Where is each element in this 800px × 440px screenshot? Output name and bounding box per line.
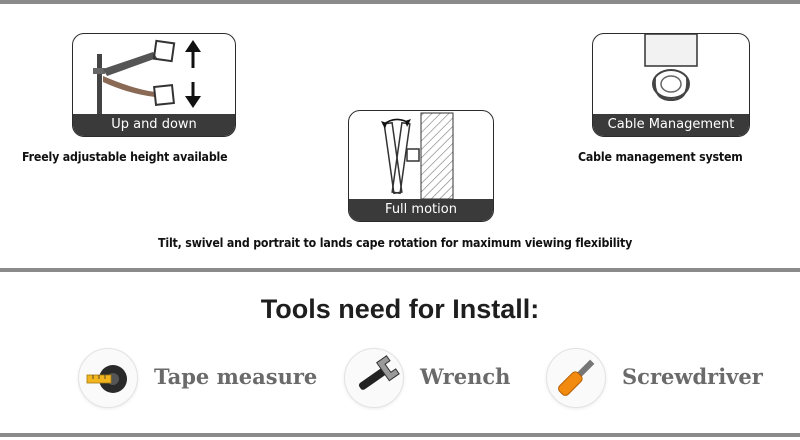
- bottom-divider: [0, 433, 800, 437]
- tilt-swivel-icon: [381, 112, 454, 199]
- wrench-icon: [344, 348, 404, 408]
- tools-title: Tools need for Install:: [260, 294, 540, 324]
- up-down-caption: Freely adjustable height available: [22, 150, 228, 164]
- full-motion-badge: Full motion: [349, 199, 493, 221]
- up-down-badge: Up and down: [73, 114, 235, 136]
- tool-name: Wrench: [420, 364, 511, 389]
- full-motion-caption: Tilt, swivel and portrait to lands cape …: [158, 236, 633, 250]
- screwdriver-icon: [546, 348, 606, 408]
- tape-measure-icon: [78, 348, 138, 408]
- cable-management-caption: Cable management system: [578, 150, 743, 164]
- cable-clip-icon: [644, 34, 698, 102]
- full-motion-card: Full motion: [348, 110, 494, 222]
- tool-name: Screwdriver: [622, 364, 763, 389]
- middle-divider: [0, 268, 800, 272]
- tool-name: Tape measure: [154, 364, 318, 389]
- cable-management-card: Cable Management: [592, 33, 750, 137]
- cable-management-badge: Cable Management: [593, 114, 749, 136]
- up-down-card: Up and down: [72, 33, 236, 137]
- monitor-arm-height-icon: [93, 39, 201, 114]
- top-divider: [0, 0, 800, 4]
